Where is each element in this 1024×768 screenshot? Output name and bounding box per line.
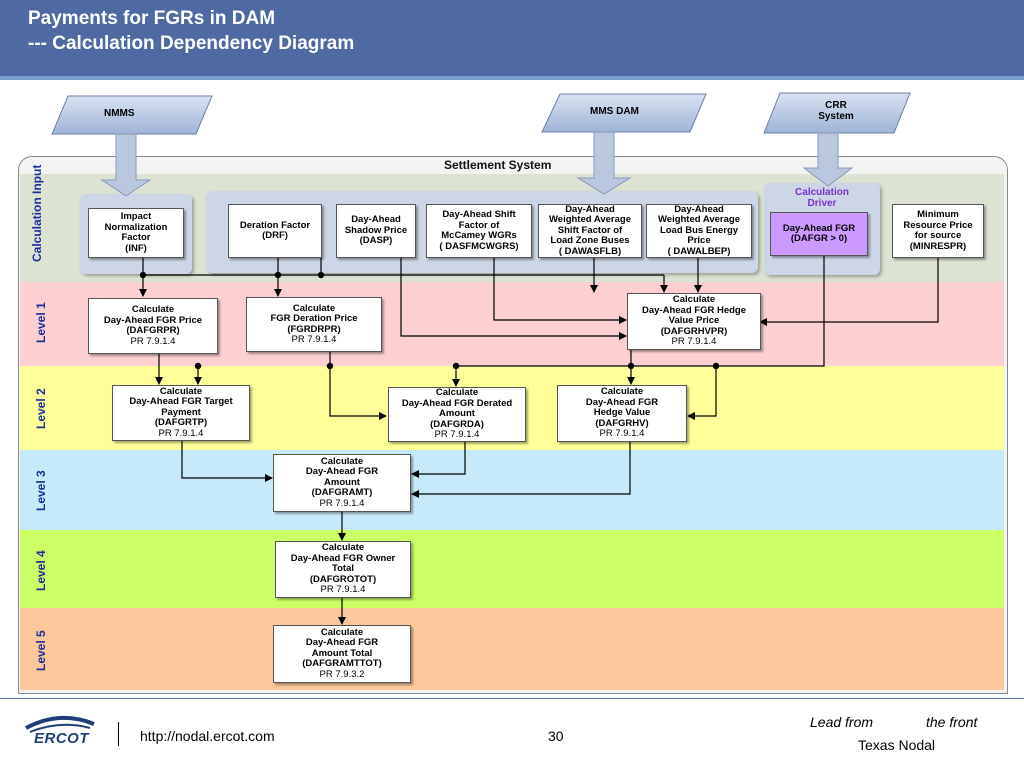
source-mms-dam-shape bbox=[541, 93, 707, 133]
input-drf: Deration Factor(DRF) bbox=[228, 204, 322, 258]
ercot-logo-text: ERCOT bbox=[34, 730, 89, 747]
page-subtitle: --- Calculation Dependency Diagram bbox=[28, 33, 355, 54]
ercot-logo bbox=[25, 715, 95, 733]
source-mms-dam: MMS DAM bbox=[590, 106, 639, 117]
tagline-org: Texas Nodal bbox=[858, 737, 936, 753]
arrow-crr bbox=[802, 132, 854, 187]
band-level-4 bbox=[20, 530, 1004, 608]
source-nmms: NMMS bbox=[104, 108, 135, 119]
arrow-nmms bbox=[100, 133, 152, 197]
footer-url[interactable]: http://nodal.ercot.com bbox=[140, 728, 275, 744]
calculation-driver-label: Calculation Driver bbox=[780, 187, 864, 209]
header-bar bbox=[0, 0, 1024, 76]
source-nmms-shape bbox=[51, 95, 213, 135]
source-crr-line1: CRR bbox=[825, 100, 847, 111]
band-level-5 bbox=[20, 608, 1004, 690]
band-level-3 bbox=[20, 450, 1004, 530]
page-title: Payments for FGRs in DAM bbox=[28, 8, 276, 29]
source-crr: CRR System bbox=[804, 100, 868, 122]
source-crr-line2: System bbox=[818, 111, 854, 122]
driver-dafgr: Day-Ahead FGR(DAFGR > 0) bbox=[770, 212, 868, 256]
settlement-system-title: Settlement System bbox=[444, 158, 552, 172]
header-divider bbox=[0, 76, 1024, 80]
footer-divider bbox=[0, 698, 1024, 699]
tagline-front: the front bbox=[926, 714, 978, 730]
source-crr-shape bbox=[763, 92, 911, 134]
page-number: 30 bbox=[548, 728, 564, 744]
calc-driver-label-line1: Calculation bbox=[795, 187, 849, 198]
footer-separator bbox=[118, 722, 119, 746]
arrow-mms-dam bbox=[576, 131, 632, 195]
calc-driver-label-line2: Driver bbox=[807, 198, 837, 209]
tagline-lead: Lead from bbox=[810, 714, 874, 730]
